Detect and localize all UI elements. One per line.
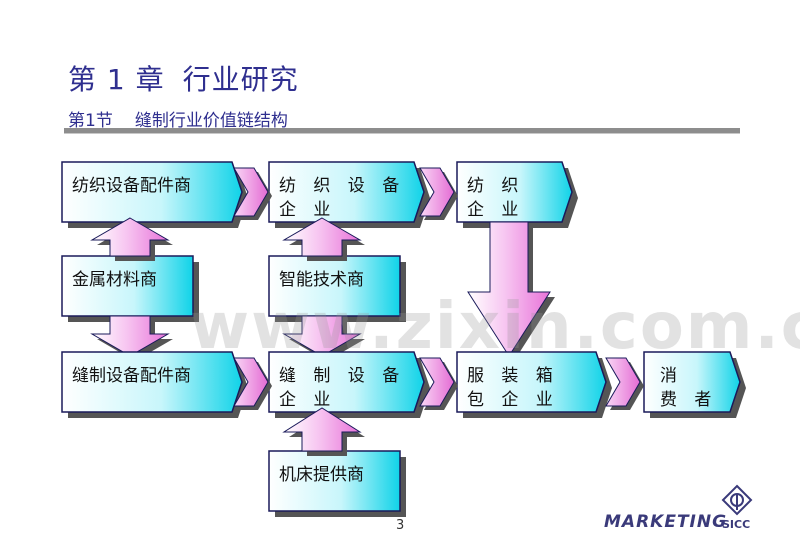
chapter-title: 行业研究 [182,63,299,96]
chevron-arrow-icon [419,167,458,220]
up-arrow-icon [90,217,173,261]
section-title: 缝制行业价值链结构 [134,111,288,131]
section-number: 第1节 [68,111,113,131]
label-metal-materials-supplier: 金属材料商 [72,270,157,290]
sicc-logo-icon [721,484,753,516]
chevron-arrow-icon [419,357,458,410]
large-down-arrow-icon [467,221,555,361]
box-apparel-luggage-enterprise [456,351,612,418]
chapter-number: 第 1 章 [68,63,165,96]
box-sewing-equipment-maker [268,351,430,418]
page-number: 3 [396,518,405,533]
label-smart-tech-supplier: 智能技术商 [279,270,364,290]
chevron-arrow-icon [233,167,272,220]
label-textile-parts-supplier: 纺织设备配件商 [72,176,191,196]
header-divider-shadow [64,133,740,134]
header-divider [64,128,740,133]
label-sewing-parts-supplier: 缝制设备配件商 [72,366,191,386]
brand-name: MARKETING [604,512,728,532]
label-textile-enterprise: 纺 织 企 业 [467,176,525,220]
chevron-arrow-icon [605,357,644,410]
label-textile-equipment-maker: 纺 织 设 备 企 业 [279,176,406,220]
up-arrow-icon [282,407,365,456]
label-apparel-luggage-enterprise: 服 装 箱 包 企 业 [467,366,559,410]
box-machine-tool-supplier [268,450,406,517]
down-arrow-icon [282,315,365,361]
label-machine-tool-supplier: 机床提供商 [279,465,364,485]
label-consumer: 消 费 者 [660,366,718,410]
box-textile-equipment-maker [268,161,430,228]
brand-sub: SICC [722,518,751,531]
label-sewing-equipment-maker: 缝 制 设 备 企 业 [279,366,406,410]
box-textile-enterprise [456,161,578,228]
chevron-arrow-icon [233,357,272,410]
section-heading: 第1节 缝制行业价值链结构 [68,106,288,131]
down-arrow-icon [90,315,173,361]
page-title: 第 1 章行业研究 [68,58,299,98]
up-arrow-icon [282,217,365,261]
box-smart-tech-supplier [268,255,406,322]
box-textile-parts-supplier [61,161,248,228]
watermark: www.zixin.com.cn [190,290,800,364]
box-sewing-parts-supplier [61,351,248,418]
box-consumer [643,351,746,418]
